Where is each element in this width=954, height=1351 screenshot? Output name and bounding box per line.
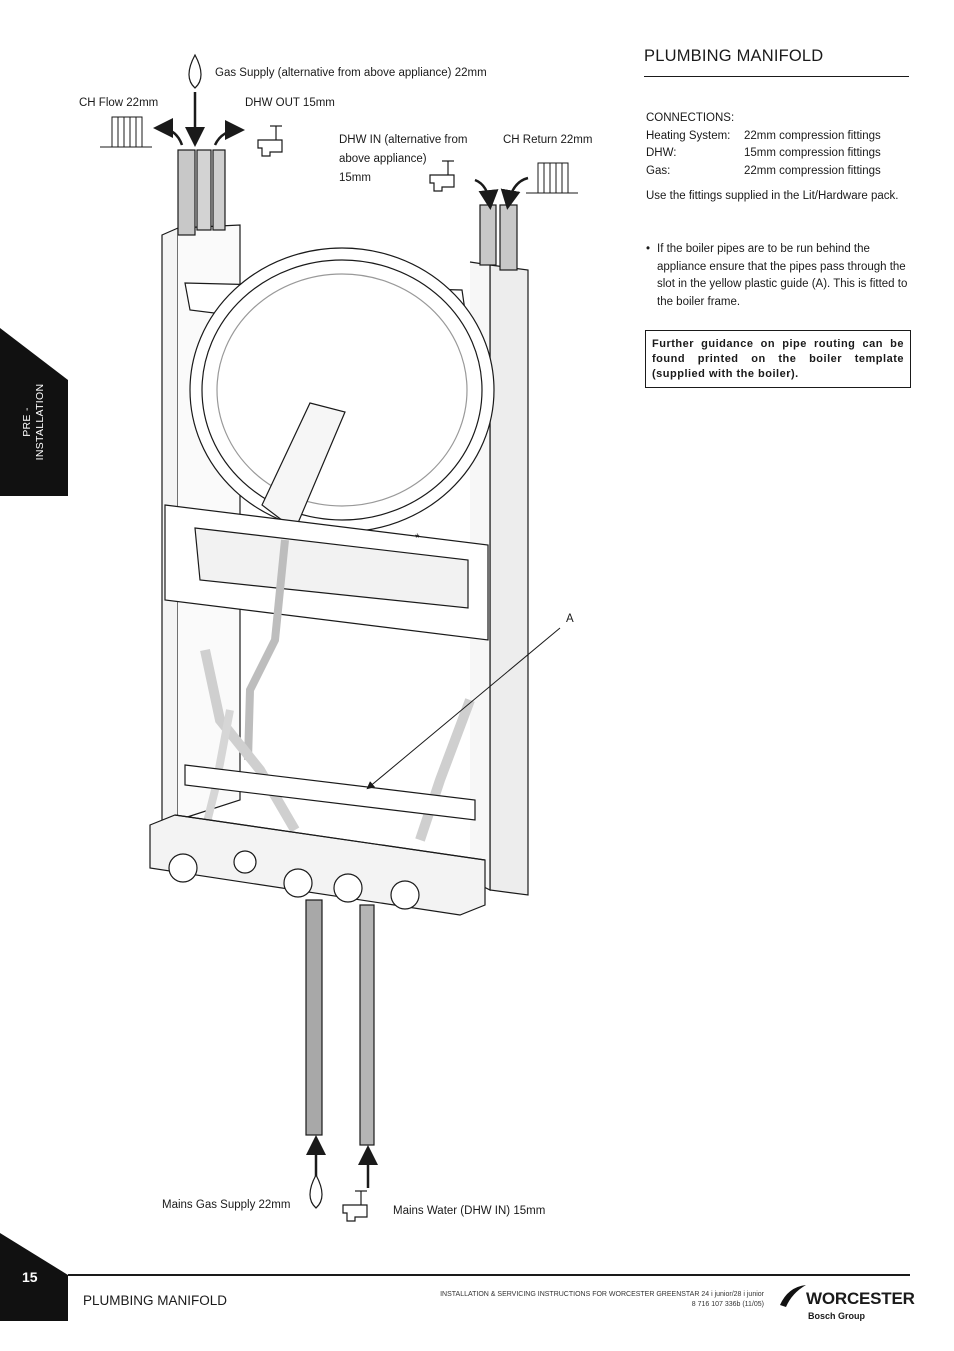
connection-row: Heating System:22mm compression fittings — [646, 129, 881, 142]
tap-icon — [342, 1190, 368, 1222]
mains-gas-label: Mains Gas Supply 22mm — [162, 1199, 291, 1211]
asterisk-marker: * — [415, 533, 420, 545]
ch-flow-label: CH Flow 22mm — [79, 97, 159, 109]
ch-return-label: CH Return 22mm — [503, 134, 593, 146]
bullet-item: • If the boiler pipes are to be run behi… — [646, 241, 908, 311]
gas-flame-icon — [309, 1173, 323, 1209]
radiator-icon — [100, 116, 152, 148]
section-tab — [0, 328, 68, 496]
bullet-dot: • — [646, 243, 651, 255]
dhw-in-label: DHW IN (alternative from above appliance… — [339, 134, 468, 184]
page-number-tab — [0, 1233, 68, 1321]
connections-block: CONNECTIONS: Heating System:22mm compres… — [646, 110, 908, 180]
footer-divider — [68, 1274, 910, 1276]
connections-heading: CONNECTIONS: — [646, 112, 735, 124]
footer-section-title: PLUMBING MANIFOLD — [83, 1293, 228, 1308]
worcester-logo-swoosh — [780, 1285, 806, 1307]
radiator-icon — [526, 162, 578, 194]
guidance-note-box: Further guidance on pipe routing can be … — [645, 330, 911, 388]
tap-icon — [429, 160, 455, 192]
tap-icon — [257, 125, 283, 157]
gas-supply-top-label: Gas Supply (alternative from above appli… — [215, 67, 487, 79]
fittings-note: Use the fittings supplied in the Lit/Har… — [646, 190, 899, 202]
worcester-logo: WORCESTER — [806, 1289, 915, 1308]
footer-document-reference: INSTALLATION & SERVICING INSTRUCTIONS FO… — [440, 1291, 764, 1308]
bosch-group-label: Bosch Group — [808, 1311, 866, 1321]
bullet-text: If the boiler pipes are to be run behind… — [657, 243, 908, 308]
dhw-out-label: DHW OUT 15mm — [245, 97, 335, 109]
guide-a-label: A — [566, 613, 574, 625]
page-number: 15 — [22, 1269, 38, 1285]
connection-row: DHW:15mm compression fittings — [646, 147, 881, 159]
page-title: PLUMBING MANIFOLD — [644, 47, 824, 65]
gas-flame-icon — [188, 53, 202, 89]
mains-water-label: Mains Water (DHW IN) 15mm — [393, 1205, 546, 1217]
title-divider — [644, 76, 909, 77]
connection-row: Gas:22mm compression fittings — [646, 164, 881, 177]
